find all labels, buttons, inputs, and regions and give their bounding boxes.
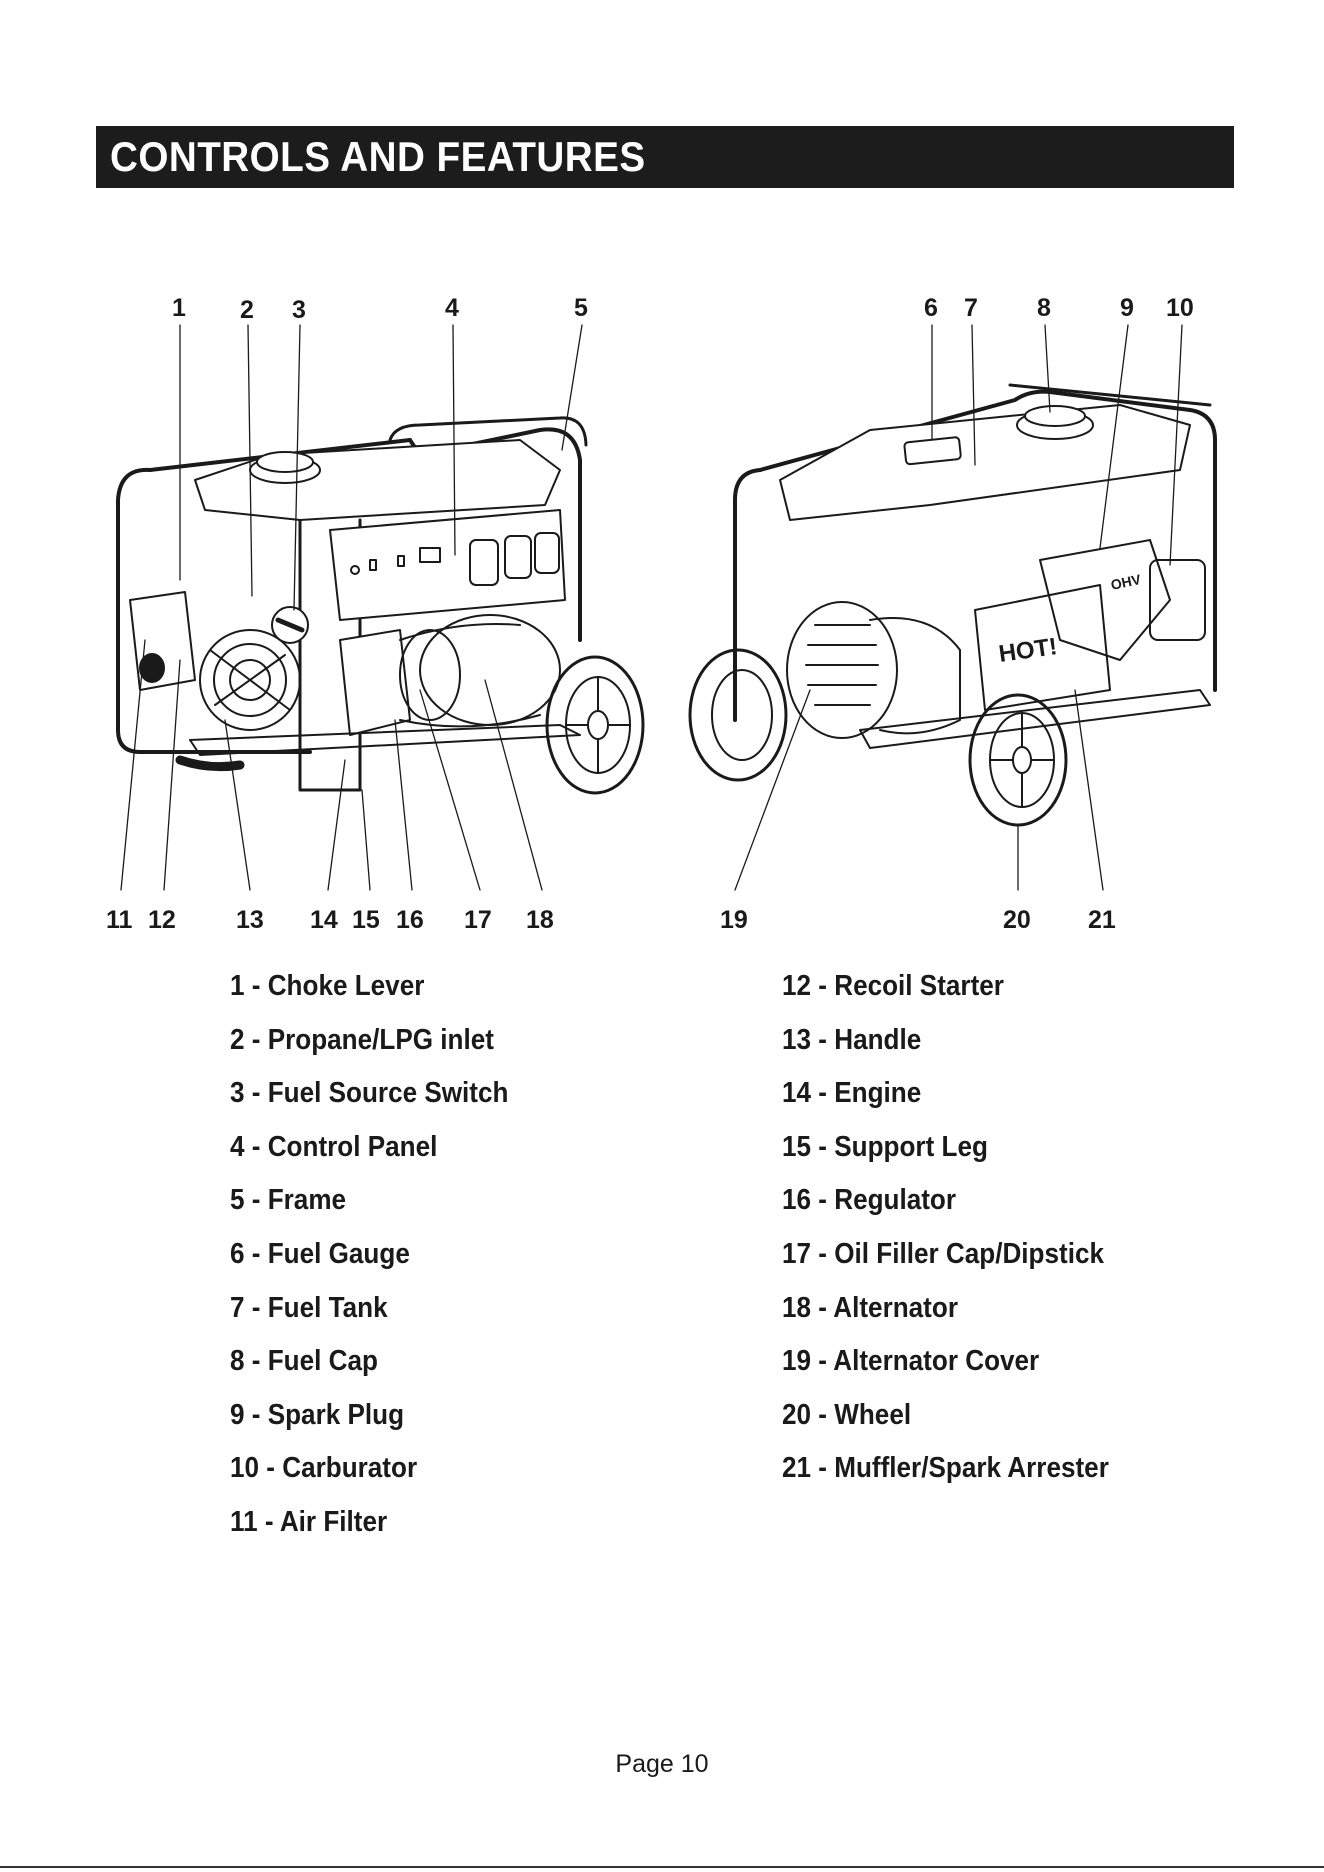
legend-item: 2 - Propane/LPG inlet — [230, 1023, 494, 1056]
callout-6: 6 — [924, 294, 938, 322]
ohv-badge: OHV — [1109, 571, 1143, 593]
outlet — [469, 539, 499, 586]
callout-9: 9 — [1120, 294, 1134, 322]
callout-10: 10 — [1166, 294, 1194, 322]
legend-item: 12 - Recoil Starter — [782, 970, 1004, 1002]
callout-4: 4 — [445, 294, 459, 322]
legend-item: 10 - Carburator — [230, 1452, 418, 1485]
legend-item: 13 - Handle — [782, 1023, 922, 1056]
callout-5: 5 — [574, 294, 588, 322]
callout-20: 20 — [1003, 906, 1031, 934]
carburetor — [1149, 559, 1206, 641]
alternator — [419, 614, 561, 726]
callout-18: 18 — [526, 906, 554, 934]
legend-left-column: 1 - Choke Lever 2 - Propane/LPG inlet 3 … — [230, 968, 539, 1558]
callout-14: 14 — [310, 906, 338, 934]
outlet — [504, 535, 532, 579]
callout-8: 8 — [1037, 294, 1051, 322]
muffler-shield — [974, 584, 1111, 711]
legend-item: 6 - Fuel Gauge — [230, 1237, 410, 1270]
recoil-starter — [199, 629, 301, 731]
front-wheel — [545, 655, 645, 795]
legend-item: 21 - Muffler/Spark Arrester — [782, 1452, 1109, 1485]
callout-21: 21 — [1088, 906, 1116, 934]
control-panel — [329, 509, 566, 621]
callout-1: 1 — [172, 294, 186, 322]
leader-lines — [120, 324, 1183, 891]
callout-numbers: 1 2 3 4 5 6 7 8 9 10 11 12 13 14 15 16 1… — [106, 294, 1194, 934]
legend-item: 5 - Frame — [230, 1184, 347, 1217]
callout-7: 7 — [964, 294, 978, 322]
front-frame — [116, 467, 312, 754]
rear-fuel-tank — [779, 404, 1191, 521]
bottom-rule — [0, 1866, 1324, 1868]
section-title: CONTROLS AND FEATURES — [110, 133, 646, 180]
front-view-generator — [116, 416, 645, 795]
callout-19: 19 — [720, 906, 748, 934]
alternator-cover — [786, 601, 898, 739]
legend-item: 8 - Fuel Cap — [230, 1345, 378, 1378]
callout-15: 15 — [352, 906, 380, 934]
legend-item: 17 - Oil Filler Cap/Dipstick — [782, 1237, 1105, 1270]
legend-item: 9 - Spark Plug — [230, 1398, 405, 1431]
legend-item: 15 - Support Leg — [782, 1130, 988, 1163]
legend-right-column: 12 - Recoil Starter 13 - Handle 14 - Eng… — [782, 968, 1145, 1504]
legend-item: 7 - Fuel Tank — [230, 1291, 388, 1324]
legend-item: 3 - Fuel Source Switch — [230, 1077, 509, 1110]
callout-16: 16 — [396, 906, 424, 934]
section-title-bar: CONTROLS AND FEATURES — [96, 126, 1234, 188]
legend-item: 20 - Wheel — [782, 1398, 912, 1431]
rear-frame — [733, 468, 762, 722]
callout-13: 13 — [236, 906, 264, 934]
legend-item: 16 - Regulator — [782, 1184, 957, 1217]
rear-left-wheel — [688, 648, 788, 782]
callout-3: 3 — [292, 296, 306, 324]
outlet — [534, 532, 560, 574]
legend-item: 14 - Engine — [782, 1077, 922, 1110]
legend-item: 11 - Air Filter — [230, 1505, 388, 1538]
legend-item: 19 - Alternator Cover — [782, 1345, 1040, 1378]
page-number: Page 10 — [615, 1750, 709, 1778]
callout-2: 2 — [240, 296, 254, 324]
callout-12: 12 — [148, 906, 176, 934]
generator-diagram: HOT! OHV 1 2 3 4 5 6 7 8 9 10 11 12 13 1… — [106, 294, 1217, 934]
rear-view-generator — [688, 383, 1217, 827]
engine — [339, 629, 411, 736]
legend-item: 1 - Choke Lever — [230, 970, 425, 1002]
legend-item: 4 - Control Panel — [230, 1130, 438, 1163]
callout-11: 11 — [106, 906, 133, 934]
legend-item: 18 - Alternator — [782, 1291, 958, 1324]
callout-17: 17 — [464, 906, 492, 934]
